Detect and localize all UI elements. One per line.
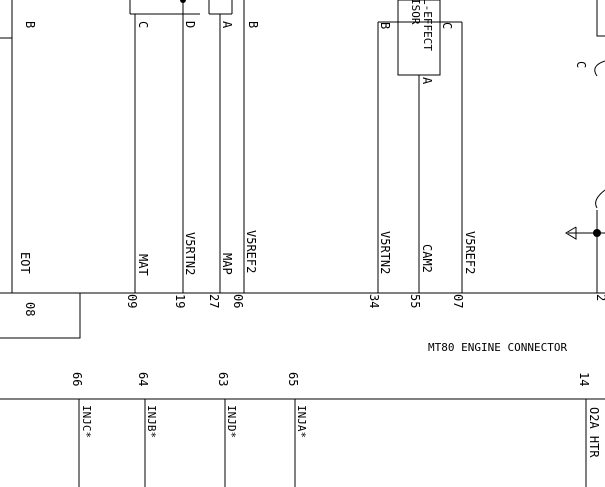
eot-connector-box bbox=[0, 292, 81, 339]
map-end-label: A bbox=[220, 21, 234, 29]
v5ref2-map-pin-label: 06 bbox=[231, 294, 245, 308]
v5ref2-map-end-label: B bbox=[246, 21, 260, 28]
ground-arrow-icon bbox=[565, 226, 577, 240]
cam2-end-label: A bbox=[420, 77, 434, 85]
v5ref2-cam-pin-label: 07 bbox=[451, 294, 465, 308]
hall-sensor-text-line2: ISOR bbox=[409, 0, 422, 25]
eot-signal-label: EOT bbox=[18, 252, 32, 274]
mt80-connector-caption: MT80 ENGINE CONNECTOR bbox=[428, 341, 567, 354]
v5rtn2-cam-end-label: B bbox=[378, 22, 392, 29]
right-component-arc bbox=[594, 60, 605, 77]
cam2-signal-label: CAM2 bbox=[420, 244, 434, 273]
right-component-box bbox=[596, 0, 605, 37]
right-pin-label: C bbox=[574, 61, 588, 68]
mat-end-label: C bbox=[136, 21, 150, 28]
right-edge-pin-label: 2 bbox=[594, 294, 605, 301]
v5rtn2-cam-signal-label: V5RTN2 bbox=[378, 231, 392, 274]
eot-end-label: B bbox=[23, 21, 37, 28]
o2a-htr-pin-label: 14 bbox=[577, 372, 591, 386]
injd-signal-label: INJD* bbox=[225, 405, 238, 438]
v5ref2-map-signal-label: V5REF2 bbox=[244, 230, 258, 273]
injd-pin-label: 63 bbox=[216, 372, 230, 386]
o2a-htr-signal-label: O2A HTR bbox=[587, 407, 601, 458]
injc-signal-label: INJC* bbox=[80, 405, 93, 438]
right-component-arc-lower bbox=[595, 189, 605, 209]
injb-pin-label: 64 bbox=[136, 372, 150, 386]
v5rtn2-map-end-label: D bbox=[183, 21, 197, 28]
injb-signal-label: INJB* bbox=[145, 405, 158, 438]
v5rtn2-cam-pin-label: 34 bbox=[367, 294, 381, 308]
hall-extra-pin-label: C bbox=[440, 22, 454, 29]
v5rtn2-map-signal-label: V5RTN2 bbox=[183, 232, 197, 275]
v5ref2-cam-signal-label: V5REF2 bbox=[463, 231, 477, 274]
map-signal-label: MAP bbox=[220, 253, 234, 275]
mat-signal-label: MAT bbox=[136, 254, 150, 276]
v5rtn2-map-pin-label: 19 bbox=[173, 294, 187, 308]
injc-pin-label: 66 bbox=[70, 372, 84, 386]
cam2-pin-label: 55 bbox=[408, 294, 422, 308]
inja-pin-label: 65 bbox=[286, 372, 300, 386]
inja-signal-label: INJA* bbox=[295, 405, 308, 438]
mat-pin-label: 09 bbox=[125, 294, 139, 308]
map-pin-label: 27 bbox=[207, 294, 221, 308]
hall-sensor-text-line1: L-EFFECT bbox=[421, 0, 434, 51]
eot-pin-label: 08 bbox=[23, 302, 37, 316]
